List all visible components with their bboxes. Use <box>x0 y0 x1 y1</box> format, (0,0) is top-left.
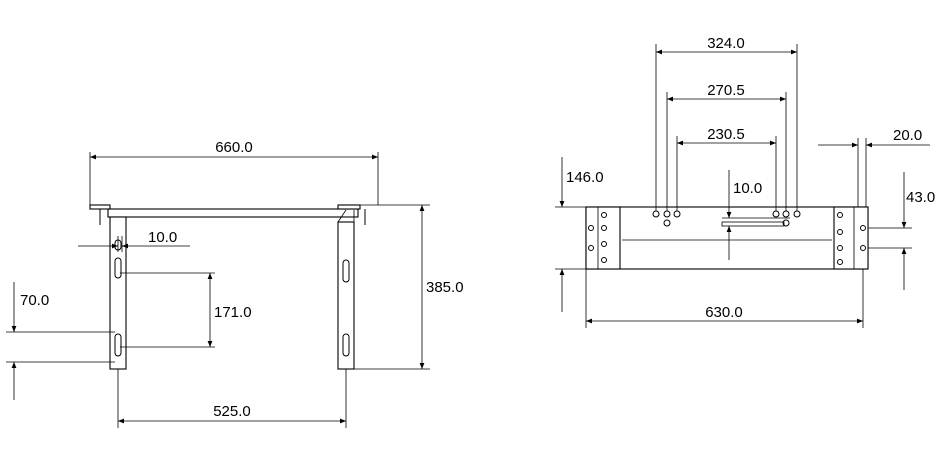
dim-side-outer-holes: 324.0 <box>707 35 745 52</box>
front-view: 660.0 10.0 171.0 385.0 70.0 525.0 <box>6 139 464 428</box>
left-leg-slot-upper <box>114 257 122 279</box>
dim-front-width-top: 660.0 <box>215 139 253 156</box>
dim-side-bracket-height: 43.0 <box>906 189 935 206</box>
dim-front-height: 385.0 <box>426 279 464 296</box>
dim-front-leg-spacing: 525.0 <box>213 403 251 420</box>
right-leg-slot-upper <box>342 259 350 283</box>
right-leg-slot-lower <box>342 333 350 357</box>
right-pad <box>337 204 361 210</box>
side-view: 324.0 270.5 230.5 10.0 146.0 20.0 4 <box>555 35 935 328</box>
dim-front-slot-width: 10.0 <box>148 229 177 246</box>
top-plate <box>107 208 359 218</box>
dim-side-total-width: 630.0 <box>705 304 743 321</box>
dim-side-middle-holes: 270.5 <box>707 82 745 99</box>
dim-front-slot-offset: 70.0 <box>20 292 49 309</box>
dim-side-bracket-width: 20.0 <box>893 127 922 144</box>
dim-side-offset-small: 10.0 <box>733 180 762 197</box>
dim-front-slot-spacing: 171.0 <box>214 304 252 321</box>
dim-side-depth: 146.0 <box>566 169 604 186</box>
dim-side-inner-holes: 230.5 <box>707 126 745 143</box>
side-body <box>585 206 869 270</box>
left-leg-slot-lower <box>114 333 122 357</box>
left-pad <box>89 204 111 210</box>
